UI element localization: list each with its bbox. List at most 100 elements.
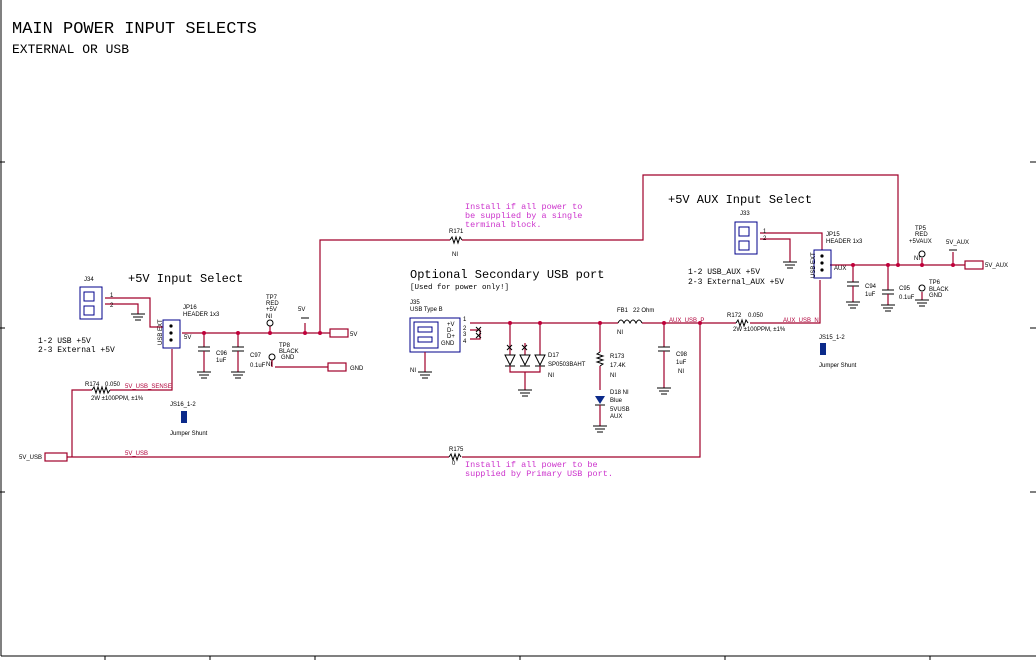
svg-text:0.1uF: 0.1uF [250,363,266,369]
svg-text:5V: 5V [184,335,191,341]
svg-text:5V_USB: 5V_USB [125,451,148,457]
svg-text:4: 4 [463,339,467,345]
svg-text:5V: 5V [350,332,357,338]
svg-text:1-2 USB_AUX +5V: 1-2 USB_AUX +5V [688,268,760,277]
svg-text:2-3 External +5V: 2-3 External +5V [38,346,115,355]
note-usb-select: 1-2 USB +5V 2-3 External +5V [38,337,115,355]
r171-resistor: R171 NI [449,229,464,258]
svg-text:1-2 USB +5V: 1-2 USB +5V [38,337,91,346]
5v-offpage-connector: 5V [329,328,357,338]
svg-text:GND: GND [441,341,455,347]
svg-text:2: 2 [763,236,767,242]
sheet-title: MAIN POWER INPUT SELECTS [12,20,257,39]
svg-text:0.050: 0.050 [105,382,121,388]
svg-text:2: 2 [110,303,114,309]
svg-text:5V_AUX: 5V_AUX [946,240,969,246]
svg-text:USB Type B: USB Type B [410,307,443,313]
svg-text:JS15_1-2: JS15_1-2 [819,335,845,341]
svg-text:C98: C98 [676,352,688,358]
svg-text:17.4K: 17.4K [610,363,626,369]
svg-text:TP6: TP6 [929,280,941,286]
svg-text:GND: GND [929,293,943,299]
svg-text:0.1uF: 0.1uF [899,295,915,301]
svg-text:2W ±100PPM, ±1%: 2W ±100PPM, ±1% [733,327,786,333]
d17-tvs-array: D17 SP0503BAHT NI [504,343,586,397]
svg-text:FB1: FB1 [617,308,629,314]
aux-usb-n-label: AUX_USB_N [783,318,819,324]
svg-text:J33: J33 [740,211,750,217]
svg-text:NI: NI [617,330,623,336]
tp8-testpoint: TP8 BLACK GND NI [266,343,299,368]
input-select-heading: +5V Input Select [128,272,243,286]
svg-text:R173: R173 [610,354,625,360]
svg-text:+5VAUX: +5VAUX [909,239,932,245]
svg-text:be supplied by a single: be supplied by a single [465,211,582,221]
svg-text:BLACK: BLACK [279,349,299,355]
svg-text:R171: R171 [449,229,464,235]
svg-text:Jumper Shunt: Jumper Shunt [819,363,857,369]
svg-text:C95: C95 [899,286,911,292]
svg-text:D+: D+ [447,334,455,340]
svg-text:NI: NI [610,373,616,379]
svg-text:Blue: Blue [610,398,623,404]
svg-text:SP0503BAHT: SP0503BAHT [548,362,586,368]
svg-text:1: 1 [763,229,767,235]
svg-text:1: 1 [110,293,114,299]
svg-text:1uF: 1uF [676,360,687,366]
r173-resistor: R173 17.4K NI [595,351,626,390]
svg-text:RED: RED [266,301,279,307]
svg-text:3: 3 [463,332,467,338]
svg-text:R175: R175 [449,447,464,453]
gnd-offpage-connector: GND [327,362,364,372]
junction-dots [202,263,955,335]
svg-text:NI: NI [266,314,272,320]
c98-capacitor: C98 1uF NI [657,346,688,395]
svg-text:C94: C94 [865,284,877,290]
svg-text:TP8: TP8 [279,343,291,349]
svg-text:HEADER 1x3: HEADER 1x3 [183,312,220,318]
r172-resistor: R172 0.050 2W ±100PPM, ±1% [727,313,786,333]
svg-text:J35: J35 [410,300,420,306]
j34-connector: J34 1 2 [79,277,114,320]
svg-text:TP5: TP5 [915,226,927,232]
tp6-testpoint: TP6 BLACK GND [915,280,949,307]
no-connect-marks [475,326,482,339]
svg-text:HEADER 1x3: HEADER 1x3 [826,239,863,245]
usb-port-heading: Optional Secondary USB port [410,268,604,282]
svg-text:AUX: AUX [610,414,622,420]
svg-text:terminal block.: terminal block. [465,220,542,230]
svg-text:J34: J34 [84,277,94,283]
svg-text:Jumper Shunt: Jumper Shunt [170,431,208,437]
svg-text:5V_AUX: 5V_AUX [985,263,1008,269]
5v-usb-offpage-connector: 5V_USB 5V_USB [19,451,148,462]
svg-text:1: 1 [463,317,467,323]
svg-text:2-3 External_AUX +5V: 2-3 External_AUX +5V [688,278,784,287]
svg-text:0: 0 [452,461,456,467]
d18-led: D18 NI Blue 5VUSB AUX [593,390,630,433]
usb-port-note: [Used for power only!] [410,284,509,292]
svg-text:R172: R172 [727,313,742,319]
svg-text:D17: D17 [548,353,560,359]
tp5-testpoint: TP5 RED +5VAUX NI [909,226,932,262]
svg-text:NI: NI [548,373,554,379]
c96-capacitor: C96 1uF [197,346,228,379]
svg-text:USB EXT: USB EXT [158,319,164,345]
c95-capacitor: C95 0.1uF [881,286,915,312]
js16-jumper-shunt: JS16_1-2 Jumper Shunt [170,402,208,437]
svg-text:+V: +V [447,322,455,328]
svg-text:GND: GND [350,366,364,372]
js15-jumper-shunt: JS15_1-2 Jumper Shunt [819,335,857,369]
j35-usb-connector: J35 USB Type B +V D- D+ GND 1 2 3 4 NI [409,300,467,379]
svg-text:5V_USB_SENSE: 5V_USB_SENSE [125,384,172,390]
ground-symbol [131,313,145,321]
svg-text:NI: NI [678,369,684,375]
svg-text:RED: RED [915,232,928,238]
svg-text:NI: NI [266,362,272,368]
5v-aux-offpage-connector: 5V_AUX [964,260,1008,270]
svg-text:2W ±100PPM, ±1%: 2W ±100PPM, ±1% [91,396,144,402]
svg-text:D18 NI: D18 NI [610,390,629,396]
svg-text:2: 2 [463,326,467,332]
svg-text:5V_USB: 5V_USB [19,455,42,461]
